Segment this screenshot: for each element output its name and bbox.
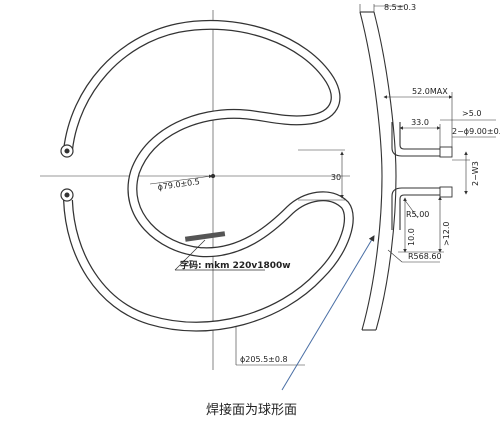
- dim-gap: 30: [331, 173, 341, 182]
- stamp-label: 字码: mkm 220v1800w: [180, 259, 291, 271]
- dim-terminal-dia: 2−ϕ9.00±0.1: [452, 127, 500, 136]
- dim-terminal-len: >5.0: [462, 109, 481, 118]
- dim-height-12: >12.0: [442, 221, 451, 246]
- dim-thickness: 8.5±0.3: [384, 3, 416, 12]
- terminal-leg-upper: [391, 122, 440, 157]
- side-profile-left: [359, 11, 383, 331]
- radius-large-leader: [387, 249, 403, 263]
- element-tube-inner: [64, 21, 353, 331]
- terminal-leg-lower: [391, 187, 440, 230]
- dim-terminal-sep: 2−W3: [471, 161, 480, 186]
- callout-arrow: [281, 235, 375, 391]
- stamp-area: [184, 231, 226, 242]
- dim-max-depth: 52.0MAX: [412, 87, 448, 96]
- side-view: [359, 4, 496, 331]
- caption-text: 焊接面为球形面: [206, 402, 297, 418]
- stamp-leader: [174, 239, 206, 271]
- front-view: [40, 10, 354, 370]
- dim-height-10: 10.0: [407, 228, 416, 246]
- inner-diameter-dimline: [149, 174, 213, 185]
- terminal-pin-lower: [439, 186, 453, 198]
- dim-radius-small: R5.00: [406, 210, 429, 219]
- dim-inner-diameter: ϕ79.0±0.5: [157, 177, 200, 192]
- side-profile-right: [373, 11, 397, 331]
- dim-radius-large: R568.60: [408, 252, 442, 261]
- dim-leg-length: 33.0: [411, 118, 429, 127]
- dim-outer-diameter: ϕ205.5±0.8: [240, 355, 288, 364]
- terminal-pin-upper: [439, 146, 453, 158]
